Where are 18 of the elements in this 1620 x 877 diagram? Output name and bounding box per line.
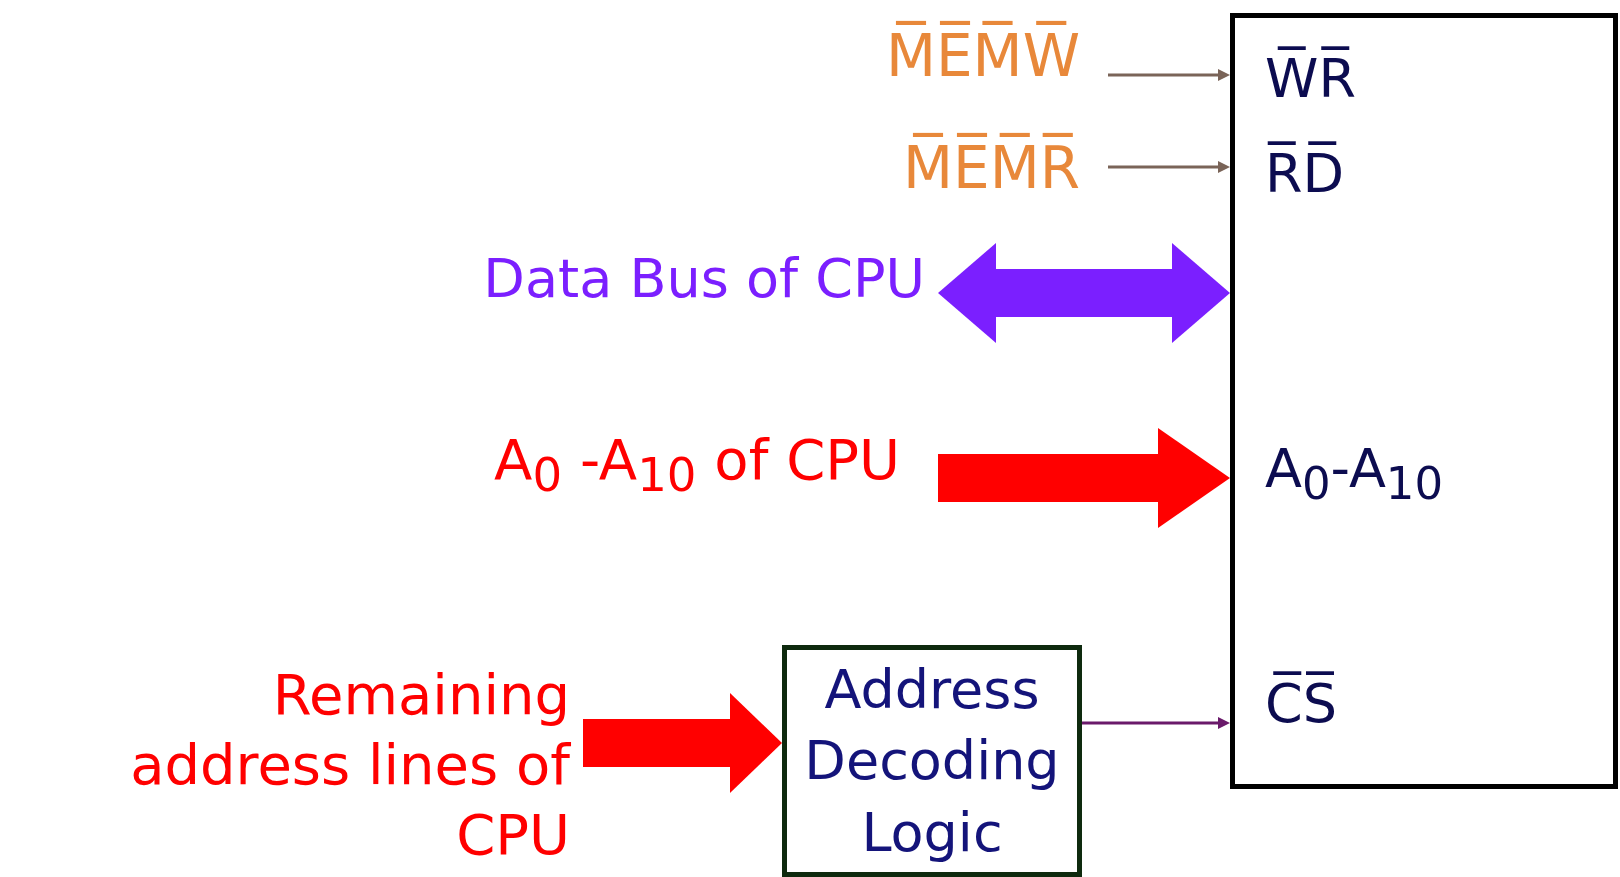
arrow <box>1108 69 1230 81</box>
decoder-box <box>782 645 1082 877</box>
signal-label: M̅E̅M̅W̅ <box>884 20 1080 92</box>
arrow <box>1108 161 1230 173</box>
bus-label: Data Bus of CPU <box>482 246 925 312</box>
memory-chip-box <box>1230 13 1618 789</box>
pin-label: W̅R̅ <box>1265 48 1356 111</box>
pin-label: A$_{0}$-A$_{10}$ <box>1265 438 1444 510</box>
signal-label: M̅E̅M̅R̅ <box>901 132 1080 204</box>
decoder-label: Address Decoding Logic <box>803 657 1061 866</box>
bus-arrow <box>583 693 782 793</box>
bus-label: Remaining address lines of CPU <box>129 661 570 869</box>
pin-label: C̅S̅ <box>1265 673 1337 736</box>
pin-label: R̅D̅ <box>1265 143 1345 206</box>
bus-arrow <box>938 428 1230 528</box>
bus-label: A$_{0}$ -A$_{10}$ of CPU <box>493 426 900 505</box>
arrow <box>1082 717 1230 729</box>
bus-arrow <box>938 243 1230 343</box>
